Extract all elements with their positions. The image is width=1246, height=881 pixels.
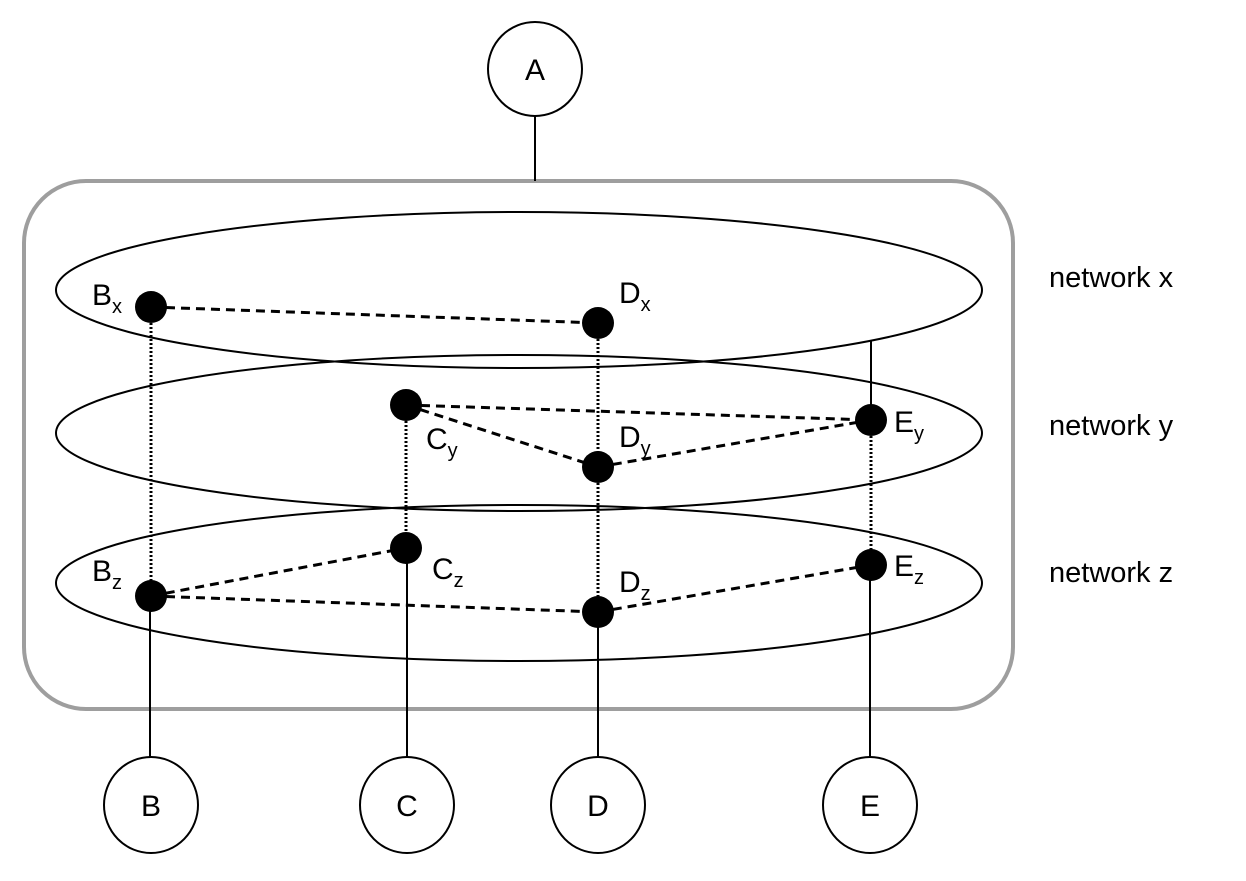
network-z-ellipse (55, 504, 983, 662)
interface-Bx-dot[interactable] (135, 291, 167, 323)
interface-Dz-label: Dz (619, 566, 651, 605)
node-A-label: A (525, 54, 545, 87)
interface-Dz-dot[interactable] (582, 596, 614, 628)
interface-Ey-dot[interactable] (855, 404, 887, 436)
network-y-ellipse (55, 354, 983, 512)
interface-Bz-label: Bz (92, 555, 122, 594)
nlink-Cy-Dy (405, 403, 599, 469)
interface-Ez-dot[interactable] (855, 549, 887, 581)
nlink-Bz-Cz (150, 546, 407, 598)
node-D-label: D (587, 790, 609, 823)
interface-Cy-dot[interactable] (390, 389, 422, 421)
interface-Cz-dot[interactable] (390, 532, 422, 564)
node-B-label: B (141, 790, 161, 823)
interface-Dy-dot[interactable] (582, 451, 614, 483)
node-C-circle[interactable] (359, 756, 455, 854)
interface-Dy-label: Dy (619, 421, 651, 460)
node-D[interactable]: D (550, 756, 646, 854)
network-x-ellipse (55, 211, 983, 369)
node-E[interactable]: E (822, 756, 918, 854)
interface-Dx-label: Dx (619, 277, 651, 316)
node-E-circle[interactable] (822, 756, 918, 854)
node-E-label: E (860, 790, 880, 823)
interface-Bx-label: Bx (92, 279, 122, 318)
node-B[interactable]: B (103, 756, 199, 854)
network-z-label: network z (1049, 557, 1173, 589)
interface-Bz-dot[interactable] (135, 580, 167, 612)
network-y-label: network y (1049, 410, 1174, 442)
node-B-circle[interactable] (103, 756, 199, 854)
node-C[interactable]: C (359, 756, 455, 854)
interface-Ez-label: Ez (894, 550, 924, 589)
interface-Cy-label: Cy (426, 423, 458, 462)
network-container (22, 179, 1015, 711)
nlink-Cy-Ey (405, 403, 872, 422)
nlink-Bz-Dz (150, 594, 599, 614)
nlink-Dz-Ez (597, 563, 872, 614)
interface-Ey-label: Ey (894, 406, 924, 445)
node-D-circle[interactable] (550, 756, 646, 854)
node-A[interactable]: A (487, 21, 583, 117)
interface-Cz-label: Cz (432, 553, 464, 592)
node-A-circle[interactable] (487, 21, 583, 117)
interface-Dx-dot[interactable] (582, 307, 614, 339)
nlink-Dy-Ey (597, 418, 872, 469)
node-C-label: C (396, 790, 418, 823)
network-x-label: network x (1049, 262, 1174, 294)
nlink-Bx-Dx (150, 305, 599, 325)
